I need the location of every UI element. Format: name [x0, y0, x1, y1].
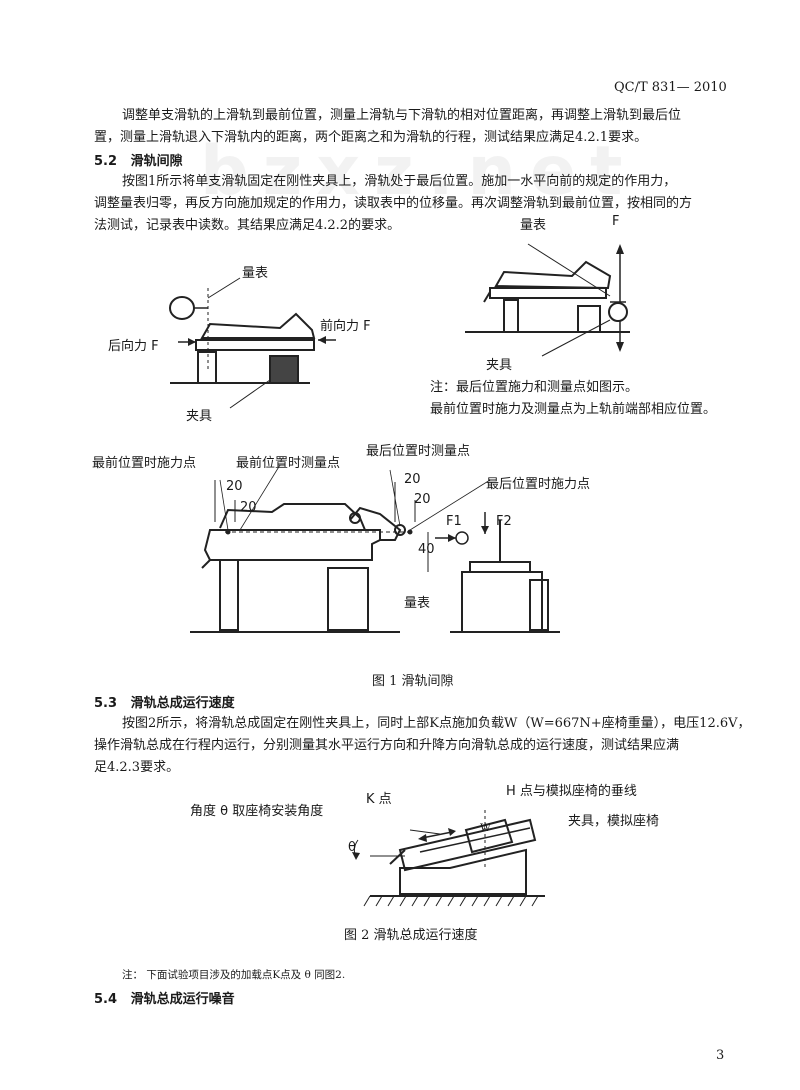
section-heading: 5.4 滑轨总成运行噪音: [94, 988, 235, 1007]
section-number: 5.3: [94, 696, 118, 711]
force-label: F1: [446, 514, 462, 529]
dimension-label: 20: [240, 500, 257, 515]
fixture-block: [197, 351, 217, 384]
figure-1-drawing: [190, 464, 560, 633]
dial-gauge-icon: [608, 302, 628, 322]
figure-note: 最前位置时施力及测量点为上轨前端部相应位置。: [430, 402, 717, 417]
gauge-label: 量表: [242, 266, 269, 281]
watermark: bzxz.net: [200, 132, 637, 211]
page-number: 3: [716, 1048, 725, 1063]
figure-note: 注：最后位置施力和测量点如图示。: [430, 380, 639, 395]
section-heading: 5.2 滑轨间隙: [94, 150, 183, 169]
measure-point-icon: [455, 531, 469, 545]
upper-rail: [494, 260, 612, 290]
dial-gauge-icon: [169, 296, 195, 320]
label-angle: 角度 θ 取座椅安装角度: [190, 804, 324, 819]
label-rear-measure-point: 最后位置时测量点: [366, 444, 471, 459]
fixture-block: [503, 299, 519, 333]
label-front-measure-point: 最前位置时测量点: [236, 456, 341, 471]
section-number: 5.4: [94, 992, 118, 1007]
paragraph-line: 足4.2.3要求。: [94, 760, 180, 775]
slide-rail-assembly: [398, 818, 537, 872]
paragraph-line: 法测试，记录表中读数。其结果应满足4.2.2的要求。: [94, 218, 401, 233]
fixture-block: [269, 355, 299, 384]
label-front-force-point: 最前位置时施力点: [92, 456, 197, 471]
label-fixture: 夹具，模拟座椅: [568, 814, 660, 829]
upper-rail: [200, 312, 316, 339]
paragraph-line: 按图1所示将单支滑轨固定在刚性夹具上，滑轨处于最后位置。施加一水平向前的规定的作…: [122, 174, 677, 189]
gauge-label: 量表: [520, 218, 547, 233]
fixture-block: [577, 305, 601, 333]
dimension-label: 20: [414, 492, 431, 507]
paragraph-line: 调整量表归零，再反方向施加规定的作用力，读取表中的位移量。再次调整滑轨到最前位置…: [94, 196, 693, 211]
section-title: 滑轨间隙: [130, 154, 183, 169]
front-force-label: 前向力 F: [320, 319, 371, 334]
standard-code: QC/T 831— 2010: [614, 80, 727, 95]
section-heading: 5.3 滑轨总成运行速度: [94, 692, 235, 711]
left-sketch-figure: [169, 277, 336, 409]
load-symbol: W: [480, 822, 491, 834]
label-k-point: K 点: [366, 792, 392, 807]
label-h-point: H 点与模拟座椅的垂线: [506, 784, 637, 799]
figure-caption: 图 2 滑轨总成运行速度: [344, 928, 478, 943]
paragraph-line: 操作滑轨总成在行程内运行，分别测量其水平运行方向和升降方向滑轨总成的运行速度，测…: [94, 738, 680, 753]
paragraph-line: 按图2所示，将滑轨总成固定在刚性夹具上，同时上部K点施加负载W（W=667N+座…: [122, 716, 751, 731]
paragraph-line: 置，测量上滑轨退入下滑轨内的距离，两个距离之和为滑轨的行程，测试结果应满足4.2…: [94, 130, 648, 145]
fixture-label: 夹具: [186, 409, 213, 424]
gauge-label: 量表: [404, 596, 431, 611]
fixture-label: 夹具: [486, 358, 513, 373]
dimension-label: 20: [226, 479, 243, 494]
section-number: 5.2: [94, 154, 118, 169]
lower-rail: [195, 339, 315, 351]
section-title: 滑轨总成运行噪音: [130, 992, 235, 1007]
rear-force-label: 后向力 F: [108, 339, 159, 354]
lower-rail: [203, 529, 381, 561]
dimension-label: 40: [418, 542, 435, 557]
fixture-block: [327, 567, 369, 631]
label-rear-force-point: 最后位置时施力点: [486, 477, 591, 492]
paragraph-line: 调整单支滑轨的上滑轨到最前位置，测量上滑轨与下滑轨的相对位置距离，再调整上滑轨到…: [122, 108, 682, 123]
fixture-block: [399, 848, 527, 895]
section-title: 滑轨总成运行速度: [130, 696, 235, 711]
figure-caption: 图 1 滑轨间隙: [372, 674, 454, 689]
dimension-label: 20: [404, 472, 421, 487]
fixture-block: [219, 559, 239, 631]
force-label: F2: [496, 514, 512, 529]
right-sketch-figure: [465, 243, 630, 357]
footnote: 注： 下面试验项目涉及的加载点K点及 θ 同图2.: [122, 969, 346, 981]
simulated-seat: [464, 818, 514, 854]
lower-rail: [489, 287, 607, 299]
force-label: F: [612, 214, 620, 229]
figure-2-drawing: [352, 810, 545, 907]
theta-symbol: θ: [348, 840, 356, 855]
